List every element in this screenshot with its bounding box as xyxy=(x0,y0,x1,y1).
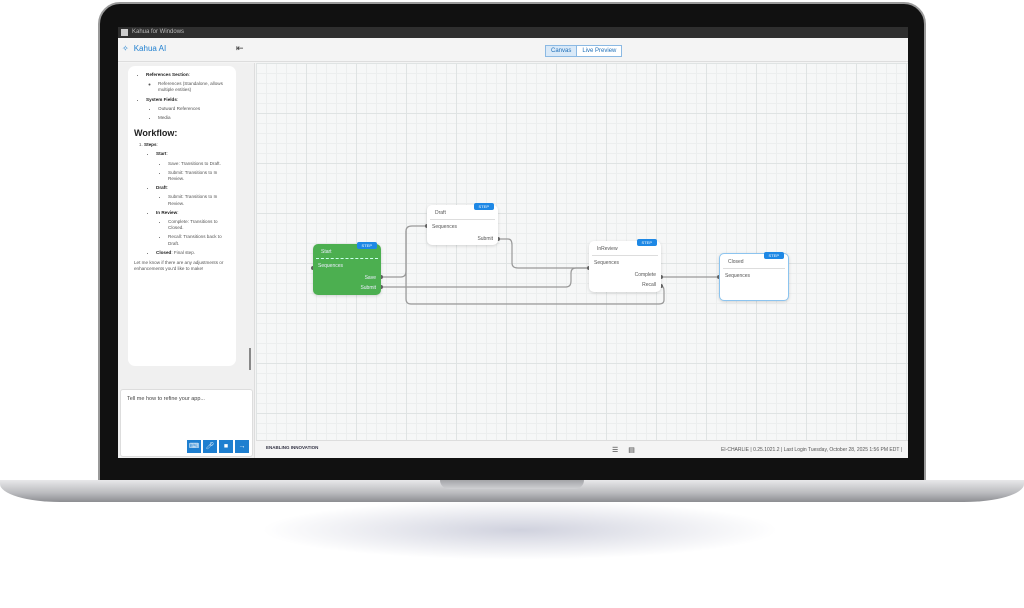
stop-button[interactable]: ■ xyxy=(219,440,233,453)
brand-name: Kahua AI xyxy=(133,44,167,53)
list-item: Submit: Transitions to In Review. xyxy=(168,170,230,182)
user-name: EI-CHARLIE xyxy=(720,447,749,453)
sparkle-icon: ✧ xyxy=(122,44,129,53)
node-title: Start xyxy=(316,244,378,259)
node-closed[interactable]: STEP Closed Sequences xyxy=(719,252,789,301)
link-start-submit-inreview xyxy=(381,267,589,288)
output-submit[interactable]: Submit xyxy=(360,285,376,291)
link-draft-submit-inreview xyxy=(498,238,589,269)
node-title: Draft xyxy=(430,205,495,220)
node-section: Sequences xyxy=(318,263,344,269)
sys-title: System Fields xyxy=(146,96,177,102)
laptop-notch xyxy=(440,480,584,489)
node-section: Sequences xyxy=(725,273,751,279)
header: ✧ Kahua AI ⇤ Canvas Live Preview xyxy=(118,38,908,62)
laptop-base xyxy=(0,480,1024,502)
output-submit[interactable]: Submit xyxy=(477,236,493,242)
output-complete[interactable]: Complete xyxy=(634,272,656,278)
workflow-heading: Workflow: xyxy=(134,128,178,139)
node-draft[interactable]: STEP Draft Sequences Submit xyxy=(427,203,498,245)
last-login: Last Login Tuesday, October 28, 2025 1:5… xyxy=(783,447,900,453)
link-start-save-draft xyxy=(381,225,427,278)
list-item: Outward References xyxy=(158,106,230,112)
chat-message: References Section: References (Standalo… xyxy=(128,66,236,366)
status-bar: ENABLING INNOVATION ☰ ▤ EI-CHARLIE | 0.25… xyxy=(256,440,908,458)
tab-canvas[interactable]: Canvas xyxy=(546,46,578,56)
list-view-icon[interactable]: ☰ xyxy=(612,447,619,454)
status-info: EI-CHARLIE | 0.25.1021.2 | Last Login Tu… xyxy=(720,447,902,453)
node-inreview[interactable]: STEP InReview Sequences Complete Recall xyxy=(589,239,661,292)
closing-text: Let me know if there are any adjustments… xyxy=(134,259,224,272)
list-item: Save: Transitions to Draft. xyxy=(168,161,230,167)
refs-title: References Section xyxy=(146,72,189,77)
document-icon[interactable]: ▤ xyxy=(628,447,635,454)
view-tabs: Canvas Live Preview xyxy=(545,45,623,57)
review-label: In Review xyxy=(156,209,178,215)
step-badge: STEP xyxy=(636,239,657,246)
app-icon xyxy=(121,29,128,36)
version: 0.25.1021.2 xyxy=(753,447,780,453)
output-save[interactable]: Save xyxy=(364,275,376,281)
company-logo: ENABLING INNOVATION xyxy=(266,445,319,450)
prompt-input[interactable]: Tell me how to refine your app... ⌨ 🎤︎ ■… xyxy=(120,389,253,457)
closed-text: : Final step. xyxy=(171,249,196,255)
microphone-button[interactable]: 🎤︎ xyxy=(203,440,217,453)
draft-label: Draft xyxy=(156,185,167,191)
node-section: Sequences xyxy=(594,260,620,266)
title-bar: Kahua for Windows xyxy=(118,27,908,38)
step-badge: STEP xyxy=(763,252,784,259)
tab-live-preview[interactable]: Live Preview xyxy=(577,46,622,56)
window-title: Kahua for Windows xyxy=(132,29,185,35)
closed-label: Closed xyxy=(156,249,172,255)
chat-scrollbar[interactable] xyxy=(249,348,251,370)
node-title: InReview xyxy=(592,241,658,256)
list-item: Media xyxy=(158,115,230,121)
node-section: Sequences xyxy=(432,224,458,230)
node-start[interactable]: STEP Start Sequences Save Submit xyxy=(313,242,381,295)
collapse-panel-icon[interactable]: ⇤ xyxy=(236,43,244,53)
workflow-canvas[interactable]: STEP Start Sequences Save Submit STEP Dr… xyxy=(256,63,908,440)
output-recall[interactable]: Recall xyxy=(642,282,656,288)
steps-label: Steps xyxy=(144,142,157,148)
start-label: Start xyxy=(156,151,167,157)
app-window: Kahua for Windows ✧ Kahua AI ⇤ Canvas Liv… xyxy=(118,27,908,458)
prompt-placeholder: Tell me how to refine your app... xyxy=(127,396,205,402)
node-title: Closed xyxy=(723,254,785,269)
link-recall-draft xyxy=(405,231,665,305)
list-item: References (Standalone, allows multiple … xyxy=(158,81,230,93)
ai-chat-sidebar: References Section: References (Standalo… xyxy=(118,63,255,458)
laptop-shadow xyxy=(260,500,780,560)
step-badge: STEP xyxy=(473,203,494,210)
list-item: Complete: Transitions to Closed. xyxy=(168,219,230,231)
step-badge: STEP xyxy=(356,242,377,249)
send-button[interactable]: → xyxy=(235,440,249,453)
list-item: Recall: Transitions back to Draft. xyxy=(168,234,230,246)
list-item: Submit: Transitions to In Review. xyxy=(168,194,230,206)
brand: ✧ Kahua AI xyxy=(122,44,166,53)
attach-button[interactable]: ⌨ xyxy=(187,440,201,453)
